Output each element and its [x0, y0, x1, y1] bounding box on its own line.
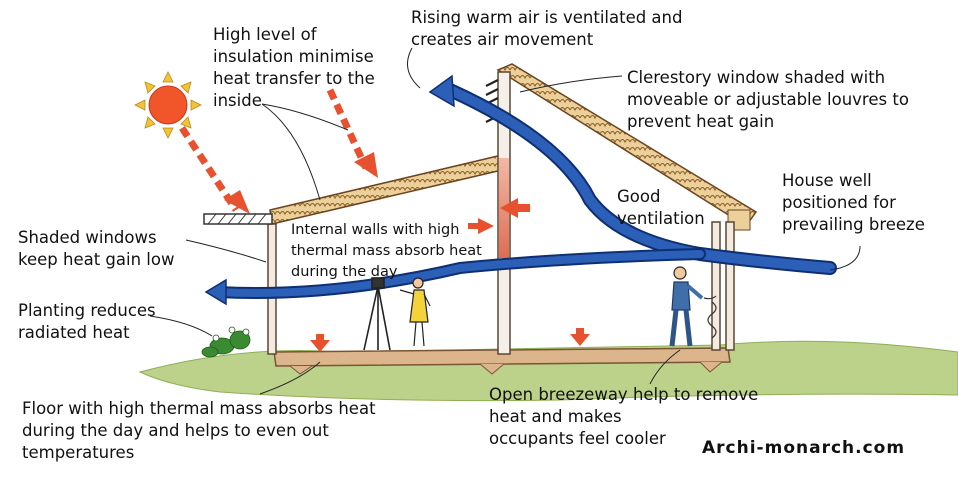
label-internal-walls: Internal walls with high thermal mass ab… [291, 220, 482, 283]
label-line: temperatures [22, 443, 135, 462]
label-line: Floor with high thermal mass absorbs hea… [22, 399, 376, 418]
label-line: Good [617, 187, 661, 206]
label-house-positioned: House well positioned for prevailing bre… [782, 170, 925, 236]
label-line: Rising warm air is ventilated and [411, 8, 683, 27]
label-line: insulation minimise [213, 47, 374, 66]
watermark: Archi-monarch.com [702, 438, 906, 458]
label-shaded-windows: Shaded windows keep heat gain low [18, 227, 174, 271]
label-line: keep heat gain low [18, 250, 175, 269]
label-breezeway: Open breezeway help to remove heat and m… [489, 384, 758, 450]
window-awning [203, 213, 273, 225]
label-line: heat and makes [489, 407, 622, 426]
tripod-icon [363, 277, 391, 351]
label-line: Shaded windows [18, 228, 157, 247]
person-icon [399, 277, 431, 347]
label-line: during the day and helps to even out [22, 421, 329, 440]
heat-arrow-icon [179, 88, 590, 352]
label-line: High level of [213, 25, 317, 44]
label-line: prevailing breeze [782, 215, 925, 234]
label-insulation: High level of insulation minimise heat t… [213, 24, 375, 112]
left-roof [269, 154, 503, 225]
label-line: heat transfer to the [213, 69, 375, 88]
plant-icon [201, 326, 251, 358]
callout-leaders [149, 47, 861, 395]
person-icon [669, 266, 704, 347]
label-line: during the day [291, 264, 398, 280]
label-line: creates air movement [411, 30, 594, 49]
label-rising-air: Rising warm air is ventilated and create… [411, 7, 682, 51]
floor-slab [273, 347, 731, 375]
hose-icon [703, 295, 717, 339]
label-line: moveable or adjustable louvres to [627, 90, 909, 109]
label-floor: Floor with high thermal mass absorbs hea… [22, 398, 376, 464]
label-line: Clerestory window shaded with [627, 68, 886, 87]
label-line: occupants feel cooler [489, 429, 666, 448]
label-line: Internal walls with high [291, 222, 460, 238]
sun-icon [134, 71, 202, 139]
label-line: radiated heat [18, 323, 130, 342]
label-planting: Planting reduces radiated heat [18, 300, 156, 344]
label-line: prevent heat gain [627, 112, 775, 131]
label-line: inside [213, 91, 262, 110]
airflow-arrow-icon [204, 74, 837, 306]
label-good-ventilation: Good ventilation [617, 186, 705, 230]
label-line: thermal mass absorb heat [291, 243, 482, 259]
label-line: Open breezeway help to remove [489, 385, 759, 404]
label-line: positioned for [782, 193, 896, 212]
label-line: Planting reduces [18, 301, 156, 320]
label-clerestory: Clerestory window shaded with moveable o… [627, 67, 909, 133]
label-line: ventilation [617, 209, 705, 228]
label-line: House well [782, 171, 872, 190]
